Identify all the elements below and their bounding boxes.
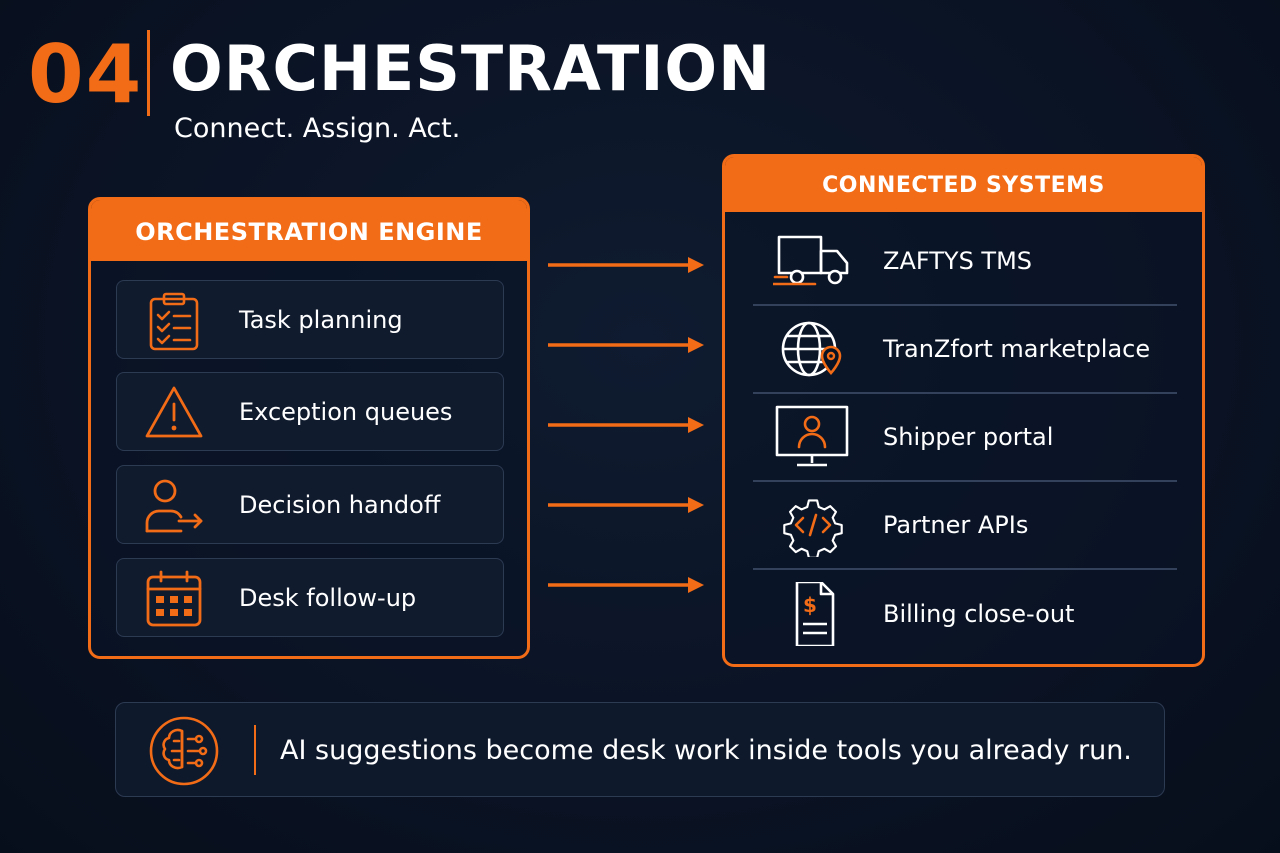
engine-item-task-planning: Task planning — [116, 280, 504, 359]
list-divider — [753, 304, 1177, 306]
systems-panel-heading: CONNECTED SYSTEMS — [725, 157, 1202, 212]
system-item-billing-close-out: $ Billing close-out — [753, 570, 1177, 658]
clipboard-checklist-icon — [149, 292, 199, 351]
system-item-label: ZAFTYS TMS — [883, 247, 1033, 275]
engine-item-label: Decision handoff — [239, 491, 441, 519]
engine-item-exception-queues: Exception queues — [116, 372, 504, 451]
svg-text:$: $ — [803, 593, 817, 617]
system-item-label: TranZfort marketplace — [883, 335, 1151, 363]
list-divider — [753, 392, 1177, 394]
system-item-zaftys-tms: ZAFTYS TMS — [753, 217, 1177, 305]
truck-icon — [773, 235, 849, 286]
orchestration-engine-panel: ORCHESTRATION ENGINE Task planning Excep… — [88, 197, 530, 659]
engine-item-label: Task planning — [239, 306, 403, 334]
connector-arrow — [548, 417, 704, 433]
system-item-label: Partner APIs — [883, 511, 1029, 539]
engine-item-label: Desk follow-up — [239, 584, 417, 612]
invoice-dollar-icon: $ — [795, 582, 835, 646]
footer-text: AI suggestions become desk work inside t… — [280, 735, 1132, 766]
engine-panel-heading: ORCHESTRATION ENGINE — [91, 200, 527, 261]
engine-item-label: Exception queues — [239, 398, 453, 426]
warning-triangle-icon — [145, 386, 203, 438]
connected-systems-panel: CONNECTED SYSTEMS ZAFTYS TMS — [722, 154, 1205, 667]
connector-arrow — [548, 337, 704, 353]
gear-code-icon — [783, 499, 843, 557]
globe-pin-icon — [781, 321, 842, 377]
system-item-tranzfort-marketplace: TranZfort marketplace — [753, 305, 1177, 393]
engine-item-desk-follow-up: Desk follow-up — [116, 558, 504, 637]
section-number: 04 — [28, 28, 144, 121]
connector-arrow — [548, 497, 704, 513]
calendar-icon — [146, 570, 202, 627]
connector-arrow — [548, 257, 704, 273]
footer-callout: AI suggestions become desk work inside t… — [115, 702, 1165, 797]
list-divider — [753, 568, 1177, 570]
page-title: ORCHESTRATION — [170, 32, 772, 105]
page-subtitle: Connect. Assign. Act. — [174, 113, 461, 144]
system-item-label: Shipper portal — [883, 423, 1054, 451]
list-divider — [753, 480, 1177, 482]
ai-brain-icon — [149, 716, 219, 786]
footer-divider — [254, 725, 256, 775]
monitor-user-icon — [775, 405, 849, 467]
engine-item-decision-handoff: Decision handoff — [116, 465, 504, 544]
system-item-partner-apis: Partner APIs — [753, 481, 1177, 569]
connector-arrow — [548, 577, 704, 593]
header-divider — [147, 30, 150, 116]
person-arrow-icon — [145, 479, 203, 533]
system-item-shipper-portal: Shipper portal — [753, 393, 1177, 481]
system-item-label: Billing close-out — [883, 600, 1075, 628]
